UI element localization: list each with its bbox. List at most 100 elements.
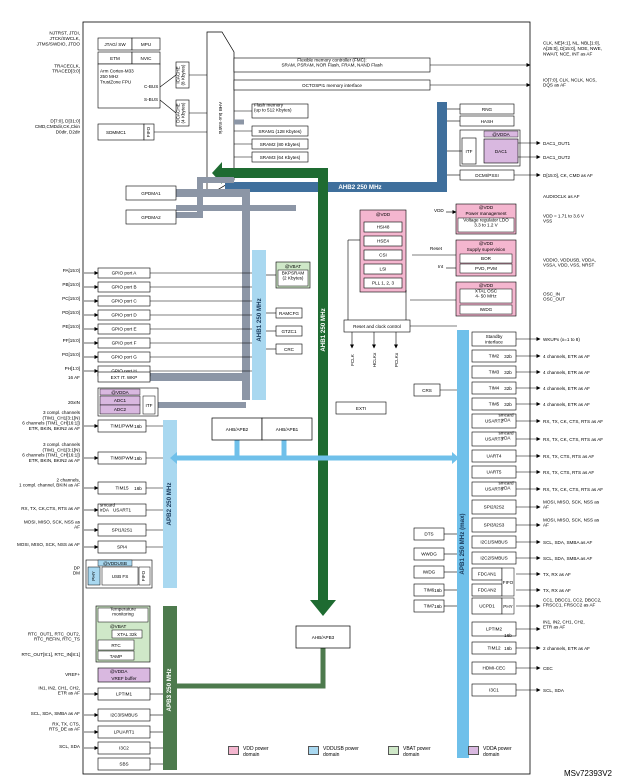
apb3-bridge-link (177, 648, 326, 689)
sbs-label: SBS (119, 762, 128, 767)
mpu-block (131, 37, 161, 51)
rtc-block (97, 639, 135, 651)
right-signal-dac2: DAC1_OUT2 (543, 155, 571, 160)
left-signal-tim1: 3 compl. channels(TIM1_CH1[3:1]N)6 chann… (22, 410, 80, 431)
apb1-bridge-head (452, 452, 459, 464)
right-signal-hdmi: CEC (543, 666, 553, 671)
ahb1-bus (252, 250, 266, 400)
gtzc1-label: GTZC1 (281, 329, 297, 334)
bus-matrix-label: AHB bus-matrix (218, 102, 223, 135)
i2c3-label: I2C3/SMBUS (110, 713, 137, 718)
int-label: Int (438, 264, 444, 269)
right-signal-dcmi: D[15:0], CK, CMD as AF (543, 173, 593, 178)
right-signal-fdcan2: TX, RX as AF (543, 588, 571, 593)
left-signal-tim15: 2 channels,1 compl. channel, BKIN as AF (19, 477, 80, 487)
cpu-block (97, 63, 161, 109)
temp-block (97, 607, 149, 623)
bor-label: BOR (481, 256, 492, 261)
tim6-label: TIM6 (424, 588, 435, 593)
csi-block (363, 249, 403, 261)
gpdma2-label: GPDMA2 (141, 215, 161, 220)
left-signal-pg: PG[15:0] (62, 352, 80, 357)
right-signal-labels: CLK, NE[4:1], NL, NBL[1:0],A[25:0], D[15… (543, 41, 603, 693)
sram2-label: SRAM2 (80 Kbytes) (260, 142, 301, 147)
apb2-bus (163, 420, 177, 588)
pll-block (363, 277, 403, 289)
right-signal-tim5: 4 channels, ETR as AF (543, 402, 590, 407)
left-signal-trace: TRACECLK,TRACED[3:0] (52, 63, 80, 73)
iwdg-label: IWDG (423, 570, 436, 575)
apb2-bridge-head (170, 452, 177, 464)
right-signal-uart5: RX, TX, CTS, RTS as AF (543, 470, 594, 475)
left-signal-pf: PF[15:0] (63, 338, 80, 343)
dcache-label: DCACHE(4 Kbytes) (175, 102, 185, 123)
tim-width-label-5: 32b (504, 402, 512, 407)
tim2-label: TIM2 (489, 354, 500, 359)
i2c2-label: I2C2/SMBUS (480, 556, 507, 561)
crs-label: CRS (422, 388, 432, 393)
gpdma1-label: GPDMA1 (141, 191, 161, 196)
sdmmc-label: SDMMC1 (106, 130, 126, 135)
etm-label: ETM (110, 56, 120, 61)
spi2-label: SPI2/I2S2 (484, 505, 505, 510)
left-signal-tim8: 3 compl. channels(TIM1_CH1[3:1]N)6 chann… (22, 442, 80, 463)
vref-domain (97, 667, 151, 683)
right-signal-fdcan1: TX, RX as AF (543, 572, 571, 577)
right-signal-dac1: DAC1_OUT1 (543, 141, 571, 146)
left-signal-pe: PE[15:0] (62, 324, 80, 329)
exti-wkup-label: EXT IT. WKP (111, 375, 138, 380)
spi3-label: SPI3/I2S3 (484, 523, 505, 528)
usb-fifo-label: FIFO (141, 570, 146, 581)
tim7-width-label: 16b (434, 604, 442, 609)
bkpsram-block (277, 269, 309, 287)
reset-label: Reset (430, 246, 443, 251)
apb3-bus-label: APB3 250 MHz (166, 669, 173, 712)
tamp-block (97, 650, 135, 661)
csi-label: CSI (379, 253, 387, 258)
left-signal-spi4: MOSI, MISO, SCK, NSS as AF (17, 542, 80, 547)
lptim2-width-label: 16b (504, 633, 512, 638)
tim5-label: TIM5 (489, 402, 500, 407)
hash-label: HASH (481, 119, 494, 124)
lptim2-label: LPTIM2 (486, 627, 503, 632)
right-signal-tim2: 4 channels, ETR as AF (543, 354, 590, 359)
legend-vddusb-label: VDDUSB power domain (323, 746, 359, 758)
left-signal-exti-af: 16 AF (68, 375, 80, 380)
xtal32-label: XTAL 32k (117, 632, 137, 637)
left-signal-lptim1: IN1, IN2, CH1, CH2,ETR as AF (38, 685, 80, 695)
right-signal-tim4: 4 channels, ETR as AF (543, 386, 590, 391)
sram3-label: SRAM3 (64 Kbytes) (260, 155, 301, 160)
vdda-adc-tag (99, 388, 141, 396)
legend-vdd-label: VDD power domain (243, 746, 269, 758)
ahb-apb3-label: AHB/APB3 (312, 635, 335, 640)
ucpd-phy-block (501, 597, 515, 615)
tim6-width-label: 16b (434, 588, 442, 593)
legend-vdd-swatch (228, 746, 239, 755)
vddusb-tag-label: @VDDUSB (103, 561, 127, 566)
rcc-label: Reset and clock control (353, 324, 401, 329)
vdda-dac-tag (483, 130, 519, 138)
supply-label: Supply supervision (467, 247, 506, 252)
crc-label: CRC (284, 347, 295, 352)
vdd-osc-tag-label: @VDD (376, 212, 391, 217)
hclk-label: HCLKx (372, 352, 377, 367)
left-signal-rtc: RTC_OUT1, RTC_OUT2,RTC_REFIN, RTC_TS (28, 631, 80, 641)
usb-fifo-block (138, 566, 151, 586)
gpio-port-c-label: GPIO port C (111, 299, 137, 304)
tim-width-label-3: 32b (504, 370, 512, 375)
apb2-peripherals: TIM1/PWMTIM8/PWMTIM15USART1SPI1/I2S1SPI4… (84, 419, 163, 554)
vdd-in-label: VDD (434, 208, 444, 213)
left-signal-i3c2: SCL, SDA (59, 744, 81, 749)
gpio-port-h-label: GPIO port H (111, 369, 136, 374)
iwdg-in-block (459, 304, 513, 315)
tim7-label: TIM7 (424, 604, 435, 609)
fclk-label: FCLK (350, 353, 355, 366)
